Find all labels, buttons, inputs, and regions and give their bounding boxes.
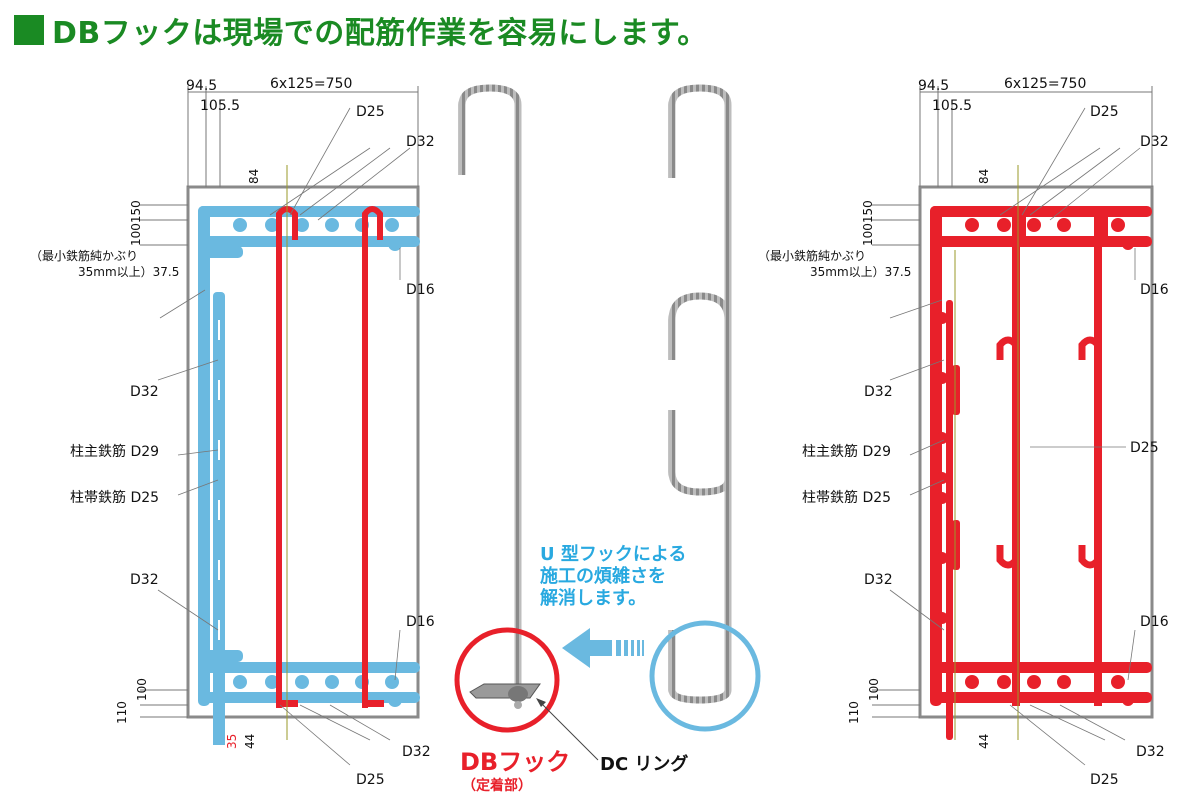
left-label-d32-top: D32 [406, 134, 435, 150]
right-label-d16-low: D16 [1140, 614, 1169, 630]
left-label-d16-low: D16 [406, 614, 435, 630]
left-dim-span: 6x125=750 [270, 76, 352, 92]
right-dim-110: 110 [847, 701, 861, 724]
db-hook-sublabel: （定着部） [462, 777, 532, 794]
right-label-d25-mid: D25 [1130, 440, 1159, 456]
left-dim-100150: 100150 [129, 200, 143, 246]
right-dim-44: 44 [977, 734, 991, 749]
anchor-plate-icon [469, 683, 541, 709]
db-hook-bar [458, 84, 522, 690]
u-hook-highlight-circle [649, 620, 761, 732]
left-dim-110: 110 [115, 701, 129, 724]
arrow-left-icon [562, 628, 644, 668]
note-line-3: 解消します。 [540, 587, 646, 609]
right-label-d32-mid: D32 [864, 384, 893, 400]
note-line-2: 施工の煩雑さを [540, 565, 666, 587]
left-dim-100: 100 [135, 678, 149, 701]
right-cover-note-1: （最小鉄筋純かぶり [758, 248, 866, 263]
right-dim-105-5: 105.5 [932, 98, 972, 114]
right-label-d32-bot: D32 [1136, 744, 1165, 760]
db-hook-label: DBフック [460, 748, 570, 776]
left-label-d16-top: D16 [406, 282, 435, 298]
right-label-d32-low: D32 [864, 572, 893, 588]
left-cover-note-1: （最小鉄筋純かぶり [30, 248, 138, 263]
left-dim-84: 84 [247, 169, 261, 184]
right-dim-100150: 100150 [861, 200, 875, 246]
left-column-outline [186, 185, 420, 719]
left-cover-note-2: 35mm以上）37.5 [78, 265, 179, 279]
dc-ring-label: DC リング [600, 753, 688, 775]
left-label-column-main: 柱主鉄筋 D29 [70, 443, 159, 460]
right-label-d16-top: D16 [1140, 282, 1169, 298]
right-red-hooks [996, 336, 1102, 569]
left-diagram: 94.5 105.5 6x125=750 D25 D32 84 100150 （… [30, 76, 435, 788]
left-dim-94-5: 94.5 [186, 78, 217, 94]
right-dim-94-5: 94.5 [918, 78, 949, 94]
right-label-column-main: 柱主鉄筋 D29 [802, 443, 891, 460]
db-hook-highlight-circle [454, 627, 560, 733]
right-dim-span: 6x125=750 [1004, 76, 1086, 92]
right-dim-100: 100 [867, 678, 881, 701]
title-text: DBフックは現場での配筋作業を容易にします。 [52, 16, 708, 51]
page-title: DBフックは現場での配筋作業を容易にします。 [14, 8, 708, 52]
u-hook-bar [668, 84, 732, 704]
left-dim-35: 35 [225, 734, 239, 749]
left-blue-beam-bars [198, 206, 420, 745]
left-label-d32-mid: D32 [130, 384, 159, 400]
right-label-column-tie: 柱帯鉄筋 D25 [802, 489, 891, 506]
left-label-d32-low: D32 [130, 572, 159, 588]
left-dim-105-5: 105.5 [200, 98, 240, 114]
left-dim-44: 44 [243, 734, 257, 749]
title-square-icon [14, 15, 44, 45]
right-label-d25-bot: D25 [1090, 772, 1119, 788]
left-label-d25-bot: D25 [356, 772, 385, 788]
right-label-d25-top: D25 [1090, 104, 1119, 120]
note-line-1: U 型フックによる [540, 543, 686, 565]
right-diagram: 94.5 105.5 6x125=750 D25 D32 84 100150 （… [758, 76, 1169, 788]
left-red-db-hooks [276, 206, 383, 708]
left-label-column-tie: 柱帯鉄筋 D25 [70, 489, 159, 506]
right-label-d32-top: D32 [1140, 134, 1169, 150]
right-cover-note-2: 35mm以上）37.5 [810, 265, 911, 279]
left-label-d25-top: D25 [356, 104, 385, 120]
right-column-outline [918, 185, 1154, 719]
left-label-d32-bot: D32 [402, 744, 431, 760]
center-illustration: U 型フックによる 施工の煩雑さを 解消します。 DBフック （定着部） DC … [454, 84, 761, 794]
right-red-bars [930, 206, 1152, 740]
right-dim-84: 84 [977, 169, 991, 184]
